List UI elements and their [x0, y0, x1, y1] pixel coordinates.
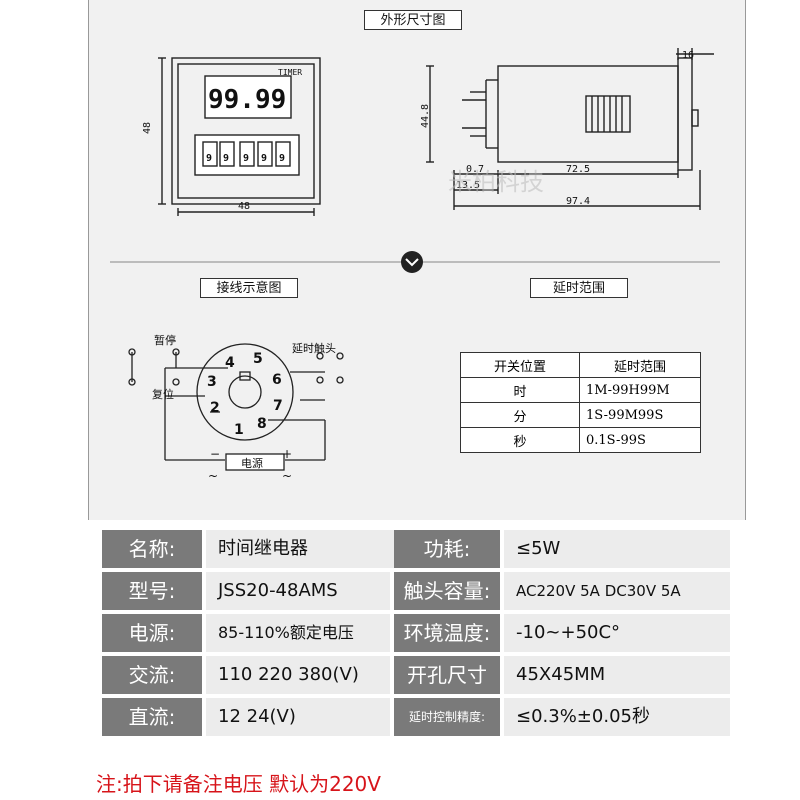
- chevron-down-icon: [401, 251, 423, 273]
- spec-value: -10~+50C°: [504, 614, 730, 652]
- spec-label: 电源:: [102, 614, 202, 652]
- delay-title: 延时范围: [530, 278, 628, 298]
- wiring-title: 接线示意图: [200, 278, 298, 298]
- table-cell: 0.1S-99S: [579, 427, 701, 453]
- dial-1: 9: [206, 153, 212, 164]
- dim-13-5: 13.5: [456, 180, 480, 191]
- dim-97-4: 97.4: [566, 196, 590, 207]
- table-row: 时 1M-99H99M: [460, 377, 701, 403]
- dim-0-7: 0.7: [466, 164, 484, 175]
- table-cell: 时: [460, 377, 580, 403]
- pin-2: 2: [210, 400, 220, 416]
- pin-7: 7: [273, 398, 283, 414]
- spec-value: AC220V 5A DC30V 5A: [504, 572, 730, 610]
- ac-label-2: ~: [282, 469, 292, 483]
- spec-label: 开孔尺寸: [394, 656, 500, 694]
- spec-label: 直流:: [102, 698, 202, 736]
- ac-label-1: ~: [208, 469, 218, 483]
- minus-label: −: [210, 447, 220, 461]
- pin-4: 4: [225, 355, 235, 371]
- diagram-svg: TIMER 99.99 9 9 9 9 9 48 48: [110, 48, 720, 483]
- dial-3: 9: [243, 153, 249, 164]
- dial-4: 9: [261, 153, 267, 164]
- order-note: 注:拍下请备注电压 默认为220V: [96, 772, 381, 796]
- dim-16: 16: [682, 50, 694, 61]
- reset-label: 复位: [152, 387, 174, 401]
- pin-6: 6: [272, 372, 282, 388]
- table-cell: 分: [460, 402, 580, 428]
- plus-label: +: [282, 447, 292, 461]
- table-header: 开关位置: [460, 352, 580, 378]
- dial-5: 9: [279, 153, 285, 164]
- spec-value: ≤0.3%±0.05秒: [504, 698, 730, 736]
- pause-label: 暂停: [154, 333, 176, 347]
- table-header: 延时范围: [579, 352, 701, 378]
- spec-label: 型号:: [102, 572, 202, 610]
- table-cell: 1M-99H99M: [579, 377, 701, 403]
- pin-8: 8: [257, 416, 267, 432]
- front-width-dim: 48: [238, 201, 250, 212]
- spec-label: 名称:: [102, 530, 202, 568]
- table-row: 秒 0.1S-99S: [460, 427, 701, 453]
- dim-72-5: 72.5: [566, 164, 590, 175]
- dim-44-8: 44.8: [420, 104, 431, 128]
- spec-label: 环境温度:: [394, 614, 500, 652]
- pin-3: 3: [207, 374, 217, 390]
- delay-contact-label: 延时触头: [292, 341, 336, 355]
- display-digits: 99.99: [208, 85, 286, 115]
- table-row: 开关位置 延时范围: [460, 352, 701, 378]
- power-label: 电源: [241, 456, 263, 470]
- watermark: 米柏科技: [448, 168, 544, 196]
- delay-range-table: 开关位置 延时范围 时 1M-99H99M 分 1S-99M99S 秒 0.1S…: [460, 352, 701, 453]
- pin-1: 1: [234, 422, 244, 438]
- table-cell: 1S-99M99S: [579, 402, 701, 428]
- spec-label: 延时控制精度:: [394, 698, 500, 736]
- spec-value: 45X45MM: [504, 656, 730, 694]
- dimension-title: 外形尺寸图: [364, 10, 462, 30]
- spec-value: ≤5W: [504, 530, 730, 568]
- table-row: 分 1S-99M99S: [460, 402, 701, 428]
- side-view: [426, 48, 714, 210]
- front-height-dim: 48: [142, 122, 153, 134]
- wiring-diagram: [128, 343, 344, 471]
- timer-brand: TIMER: [278, 68, 302, 77]
- front-view: [158, 57, 321, 216]
- spec-label: 功耗:: [394, 530, 500, 568]
- spec-value: 85-110%额定电压: [206, 614, 390, 652]
- pins: 1 2 3 4 5 6 7 8: [207, 351, 283, 438]
- table-cell: 秒: [460, 427, 580, 453]
- spec-value: 12 24(V): [206, 698, 390, 736]
- spec-value: 110 220 380(V): [206, 656, 390, 694]
- spec-value: JSS20-48AMS: [206, 572, 390, 610]
- spec-label: 触头容量:: [394, 572, 500, 610]
- dial-2: 9: [223, 153, 229, 164]
- spec-table: 名称: 时间继电器 功耗: ≤5W 型号: JSS20-48AMS 触头容量: …: [88, 522, 744, 738]
- spec-label: 交流:: [102, 656, 202, 694]
- pin-5: 5: [253, 351, 263, 367]
